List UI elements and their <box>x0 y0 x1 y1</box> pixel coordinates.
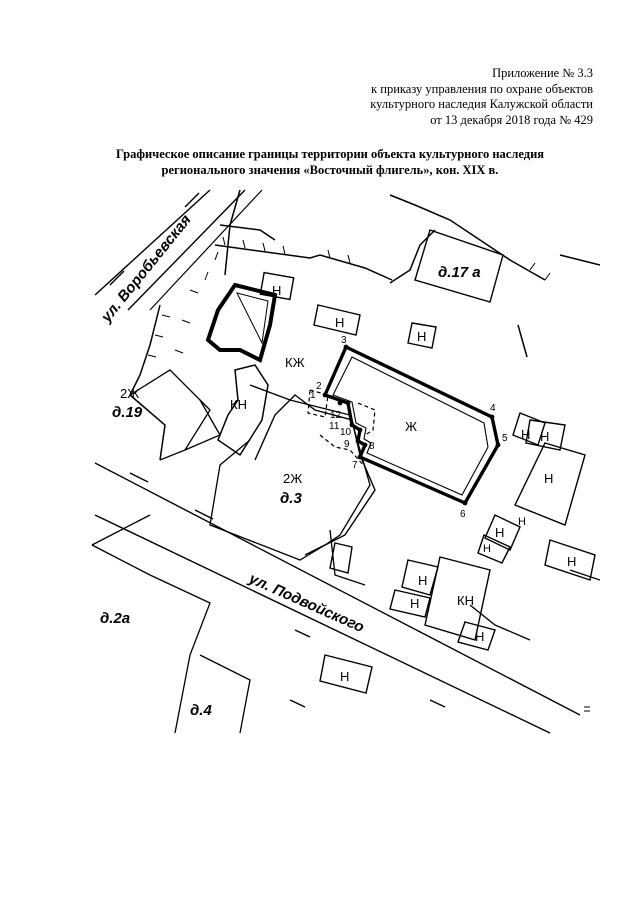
code-label-zh: Ж <box>405 419 417 434</box>
point-label-8: 8 <box>369 441 375 452</box>
code-label-n-5: Н <box>540 429 549 444</box>
point-label-11: 11 <box>329 421 340 432</box>
building-d3 <box>254 394 376 574</box>
fence-ticks <box>147 236 551 358</box>
code-label-n-8: Н <box>495 525 504 540</box>
building-kn-left <box>217 364 269 457</box>
corner-mark <box>584 706 590 712</box>
parcel-outlines <box>91 369 600 734</box>
point-label-5: 5 <box>502 433 508 444</box>
point-label-12: 12 <box>330 410 342 421</box>
point-label-4: 4 <box>490 403 496 414</box>
code-label-2zh-d19: 2Ж <box>120 386 139 401</box>
street-podvoyskogo-edges <box>94 462 581 734</box>
point-label-9: 9 <box>344 439 350 450</box>
map-labels: ул. Воробьевская ул. Подвойского д.17 а … <box>97 211 576 719</box>
code-label-n-4: Н <box>521 427 530 442</box>
code-label-n-14: Н <box>340 669 349 684</box>
fence-lines <box>129 189 600 461</box>
code-label-kn-left: КН <box>230 397 247 412</box>
code-label-n-7: Н <box>518 516 526 528</box>
code-label-2zh-d3: 2Ж <box>283 471 302 486</box>
house-label-d3: д.3 <box>280 490 302 507</box>
appendix-number: Приложение № 3.3 <box>492 66 593 80</box>
point-label-7: 7 <box>352 460 358 471</box>
building-heritage-outline <box>205 282 278 363</box>
document-title: Графическое описание границы территории … <box>60 146 600 178</box>
boundary-point-numbers: 1 2 3 4 5 6 7 8 9 10 11 12 <box>310 335 508 520</box>
house-label-d17a: д.17 а <box>438 264 481 281</box>
house-label-d19: д.19 <box>112 404 143 421</box>
point-label-1: 1 <box>310 390 316 401</box>
point-label-2: 2 <box>316 381 322 392</box>
point-label-3: 3 <box>341 335 347 346</box>
appendix-header: Приложение № 3.3 к приказу управления по… <box>370 66 593 128</box>
title-line-1: Графическое описание границы территории … <box>115 147 545 161</box>
point-label-6: 6 <box>460 509 466 520</box>
boundary-dashed-parts <box>307 389 376 468</box>
house-label-d2a: д.2а <box>100 610 130 627</box>
code-label-kn-right: КН <box>457 593 474 608</box>
point-label-10: 10 <box>340 427 352 438</box>
street-arrows <box>109 192 446 708</box>
house-label-d4: д.4 <box>190 702 212 719</box>
code-label-n-12: Н <box>410 596 419 611</box>
authority-name: культурного наследия Калужской области <box>370 97 593 111</box>
code-label-n-13: Н <box>475 629 484 644</box>
code-label-n-1: Н <box>272 283 281 298</box>
code-label-n-9: Н <box>483 543 491 555</box>
code-label-n-10: Н <box>567 554 576 569</box>
small-buildings <box>259 229 596 694</box>
code-label-kzh: КЖ <box>285 355 305 370</box>
title-line-2: регионального значения «Восточный флигел… <box>161 163 499 177</box>
street-vorobyevskaya-edges <box>94 189 263 311</box>
boundary-plan: ул. Воробьевская ул. Подвойского д.17 а … <box>91 189 600 734</box>
order-date: от 13 декабря 2018 года № 429 <box>430 112 593 127</box>
boundary-points-markers <box>322 344 501 506</box>
code-label-n-6: Н <box>544 471 553 486</box>
code-label-n-3: Н <box>417 329 426 344</box>
code-label-n-11: Н <box>418 573 427 588</box>
code-label-n-2: Н <box>335 315 344 330</box>
street-label-vorobyevskaya: ул. Воробьевская <box>97 211 195 326</box>
order-reference: к приказу управления по охране объектов <box>371 81 593 96</box>
